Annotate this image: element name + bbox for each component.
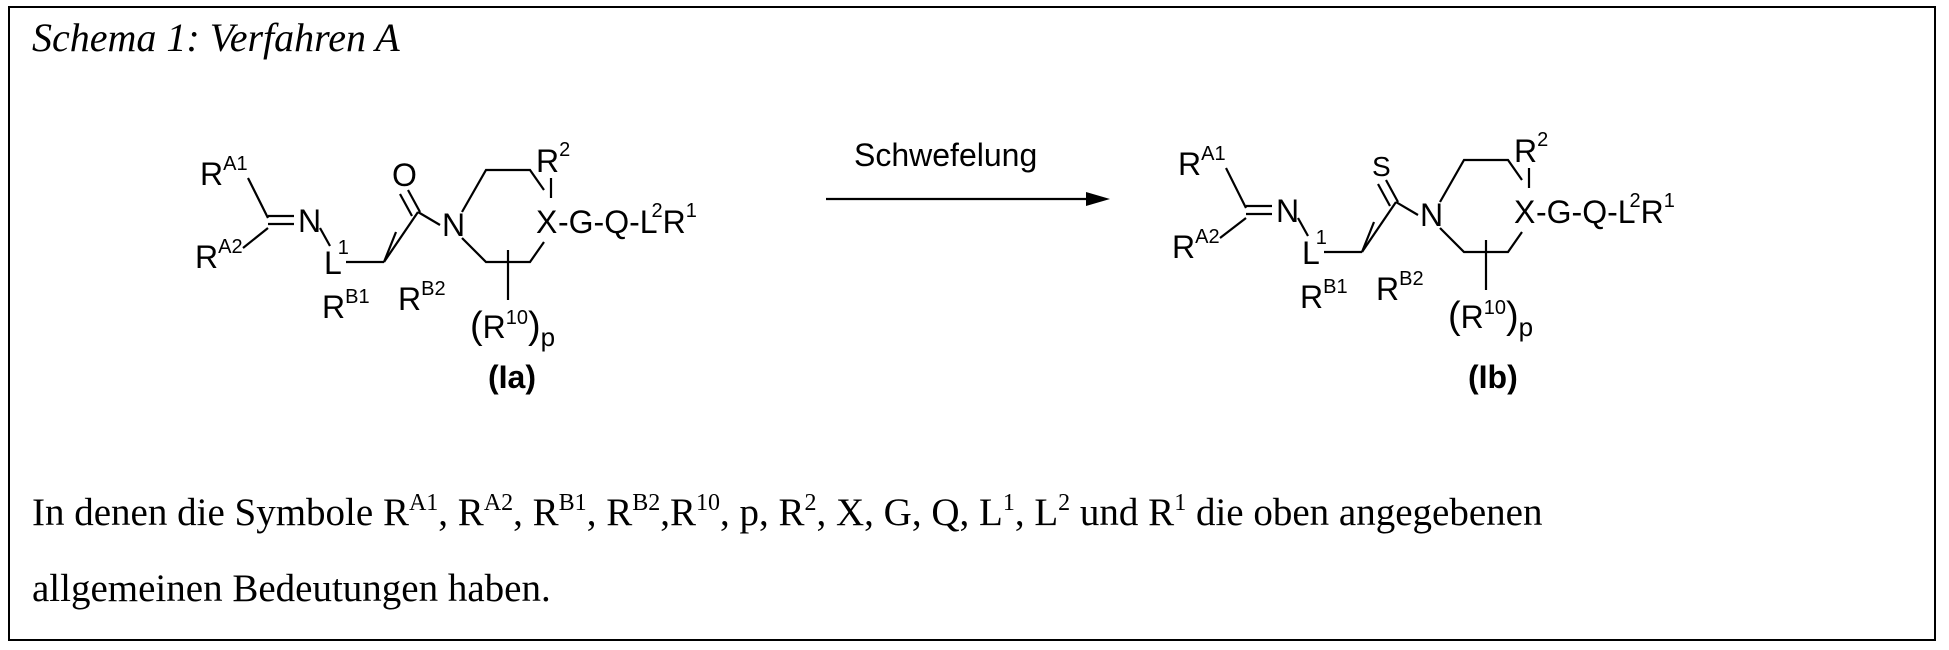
caption-symbol: RA1, [383,491,458,534]
ring-n: N [442,207,465,243]
rb2-label: RB2 [398,278,446,317]
ring-bottom [462,238,544,262]
rb1-label-ib: RB1 [1300,276,1348,315]
thio-double-a [1386,180,1398,202]
r10-group: (R10)p [470,305,555,352]
caption-symbol: Q, [931,491,979,534]
caption-symbol: p, [739,491,778,534]
caption-symbol: R2, [778,491,836,534]
caption-symbol: X, [836,491,884,534]
bond-ra2 [243,228,268,248]
bond-n-l1 [320,228,330,246]
caption-symbol: RA2, [458,491,533,534]
caption-symbol: RB2, [606,491,670,534]
caption-symbol: RB1, [533,491,607,534]
compound-label-ia: (Ia) [488,359,536,395]
ring-x: X [536,204,557,240]
caption-symbol: R10, [670,491,740,534]
reaction-arrow: Schwefelung [826,137,1110,206]
ra1-label-ib: RA1 [1178,143,1226,182]
caption-symbols: RA1, RA2, RB1, RB2,R10, p, R2, X, G, Q, … [383,491,1080,534]
caption-suffix: die oben angegebenen [1186,491,1542,534]
compound-ib: RA1 RA2 N L1 RB1 RB2 S N (R10)p R2 X -G-… [1172,129,1675,395]
ra1-label: RA1 [200,153,248,192]
bond-ra1 [248,178,268,218]
caption-line-1: In denen die Symbole RA1, RA2, RB1, RB2,… [32,490,1542,535]
compound-ia: RA1 RA2 N L1 RB1 RB2 O N (R10)p R2 X -G-… [195,139,697,395]
ra2-label-ib: RA2 [1172,226,1220,265]
caption-prefix: In denen die Symbole [32,491,383,534]
carbonyl-atom: O [392,157,417,193]
carbonyl-double-b [400,194,412,216]
ring-top [462,170,544,212]
r2-label-ib: R2 [1514,129,1548,169]
caption-symbol: L1, [979,491,1034,534]
imine-n-ib: N [1276,193,1299,229]
bond-ra1-ib [1226,168,1246,208]
rb2-label-ib: RB2 [1376,268,1424,307]
caption-symbol: L2 [1034,491,1080,534]
thiocarbonyl-atom: S [1372,151,1391,182]
compound-label-ib: (Ib) [1468,359,1518,395]
ring-bottom-ib [1440,228,1522,252]
carbonyl-double-a [408,190,420,212]
chain-label-ib: -G-Q-L2R1 [1536,190,1675,230]
bond-ra2-ib [1220,218,1246,238]
caption-last-symbol: R1 [1148,491,1186,534]
chain-label: -G-Q-L2R1 [558,200,697,240]
caption-and: und [1080,491,1148,534]
ring-n-ib: N [1420,197,1443,233]
ring-x-ib: X [1514,194,1535,230]
caption-symbol: G, [884,491,932,534]
bond-c-co [384,212,418,262]
bond-c-cs-ib [1362,202,1396,252]
rb1-label: RB1 [322,286,370,325]
bond-n-l1-ib [1298,218,1308,236]
caption-line-2: allgemeinen Bedeutungen haben. [32,566,551,611]
ring-top-ib [1440,160,1522,202]
r10-group-ib: (R10)p [1448,295,1533,342]
thio-double-b [1378,184,1390,206]
imine-n: N [298,203,321,239]
arrow-head [1086,192,1110,206]
r2-label: R2 [536,139,570,179]
bond-cs-n [1396,202,1418,215]
bond-co-n [418,212,440,225]
arrow-label: Schwefelung [854,137,1037,173]
ra2-label: RA2 [195,236,243,275]
